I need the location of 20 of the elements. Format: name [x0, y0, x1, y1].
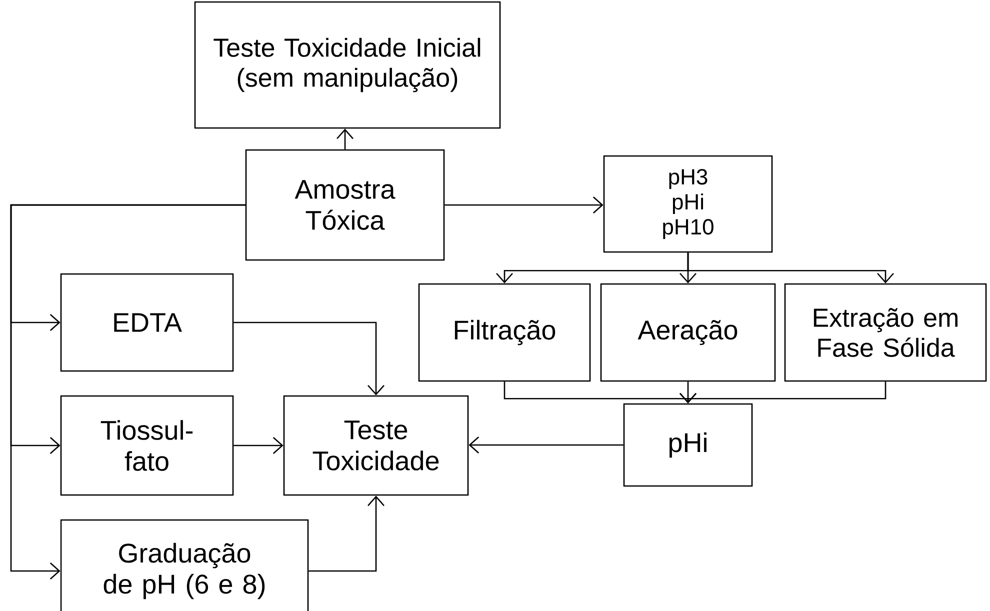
process-box: Aeração	[600, 283, 776, 382]
arrow	[468, 436, 624, 454]
process-box: Amostra Tóxica	[245, 149, 445, 261]
arrow	[234, 437, 284, 454]
process-box: pHi	[623, 403, 753, 487]
arrow	[680, 382, 886, 404]
arrow	[687, 252, 894, 284]
process-box: Filtração	[418, 283, 591, 382]
process-box: Extração em Fase Sólida	[784, 283, 987, 382]
arrow	[308, 496, 384, 572]
process-box: EDTA	[60, 273, 234, 372]
process-box: pH3 pHi pH10	[603, 155, 773, 253]
process-box: Teste Toxicidade	[283, 395, 469, 496]
arrow	[444, 196, 604, 214]
arrow	[234, 322, 384, 396]
process-box: Tiossul- fato	[60, 395, 234, 496]
arrow	[336, 128, 354, 150]
arrow	[10, 204, 246, 580]
process-box: Graduação de pH (6 e 8)	[60, 519, 309, 611]
process-box: Teste Toxicidade Inicial (sem manipulação)	[194, 1, 501, 129]
